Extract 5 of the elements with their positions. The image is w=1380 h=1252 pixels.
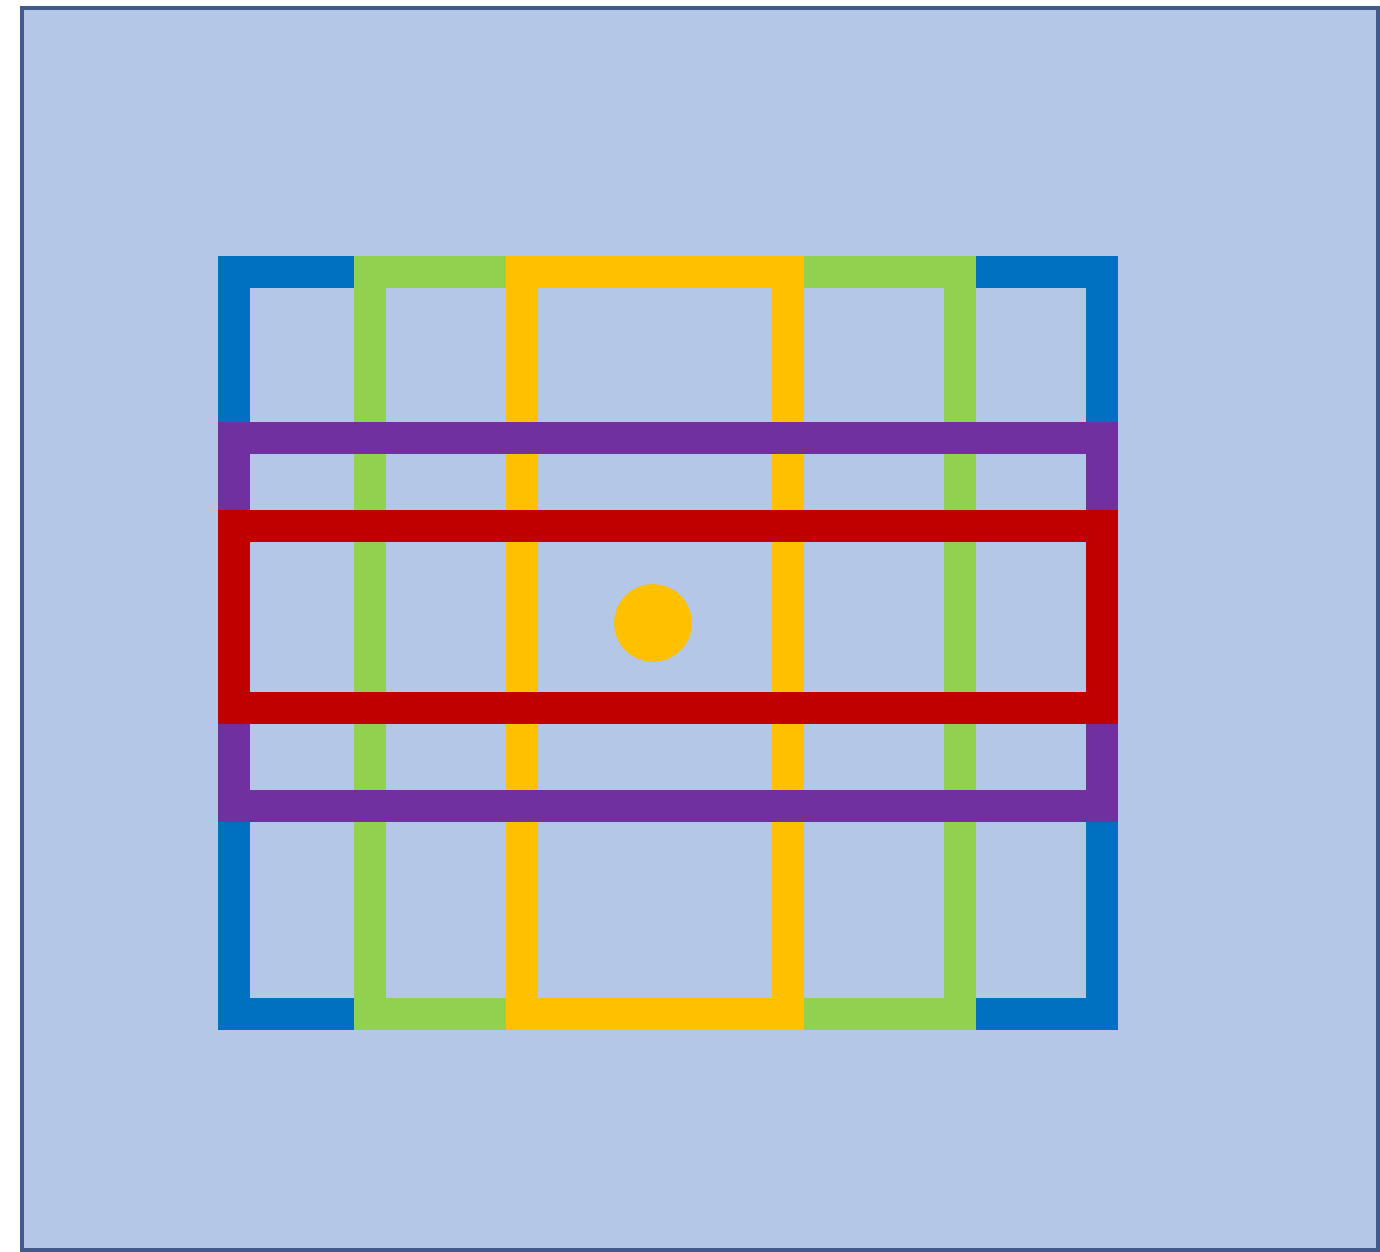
rectangle-outline [218, 422, 1118, 822]
rectangle-outline [218, 256, 1118, 1030]
rectangle-outline [354, 256, 976, 1030]
rectangle-outline [218, 510, 1118, 724]
rectangle-outline [506, 256, 804, 1030]
